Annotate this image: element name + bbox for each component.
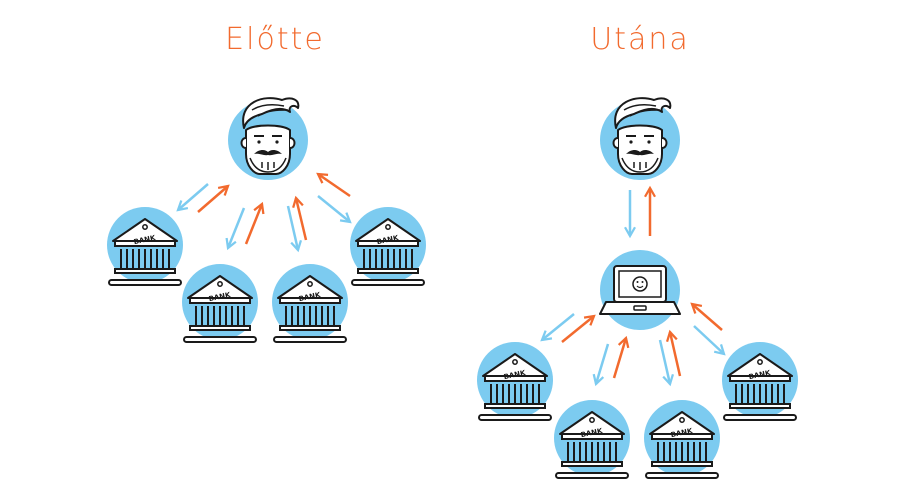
before-diagram: BANK BANK BANK BANK — [106, 97, 427, 343]
person-icon — [599, 97, 681, 181]
bank-icon: BANK — [106, 206, 184, 286]
bank-icon: BANK — [271, 263, 349, 343]
arrow-up — [292, 195, 308, 241]
bank-icon: BANK — [181, 263, 259, 343]
arrow-up — [612, 335, 630, 379]
arrow-up — [197, 184, 230, 213]
arrow-up — [316, 172, 351, 198]
bank-icon: BANK — [721, 341, 799, 421]
arrow-down — [540, 313, 575, 342]
bank-icon: BANK — [476, 341, 554, 421]
person-icon — [227, 97, 309, 181]
bank-icon: BANK — [643, 399, 721, 479]
arrow-down — [317, 195, 352, 224]
arrow-up — [690, 302, 723, 331]
arrow-up — [665, 329, 682, 377]
arrow-up — [244, 201, 265, 245]
arrow-down — [286, 205, 303, 253]
arrow-down — [658, 339, 675, 387]
arrow-down — [176, 183, 209, 212]
laptop-icon — [599, 249, 681, 331]
bank-icon: BANK — [553, 399, 631, 479]
bank-icon: BANK — [349, 206, 427, 286]
arrow-down — [592, 343, 610, 387]
title-after: Utána — [590, 22, 690, 57]
after-diagram: BANK BANK BANK BANK — [476, 97, 799, 479]
title-before: Előtte — [225, 22, 325, 57]
arrow-down — [225, 207, 246, 251]
arrow-up — [561, 314, 596, 343]
arrow-down — [693, 325, 726, 356]
